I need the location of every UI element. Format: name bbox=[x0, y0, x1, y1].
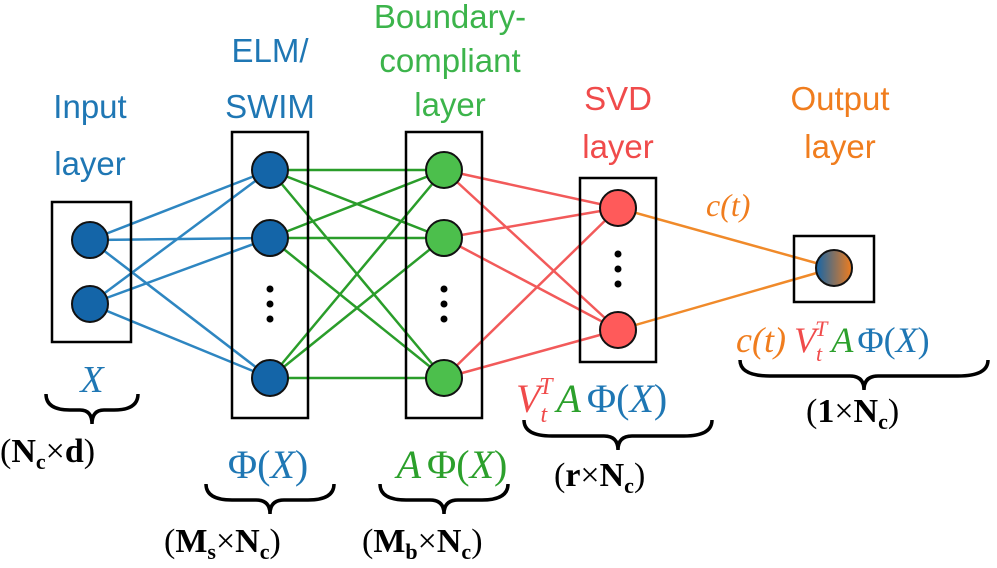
elm-brace bbox=[204, 483, 336, 515]
boundary-brace bbox=[378, 483, 510, 515]
edges-boundary-to-svd bbox=[443, 168, 619, 380]
edge-boundary-svd-1-0 bbox=[443, 206, 619, 240]
boundary-layer-title-1: Boundary- bbox=[374, 0, 526, 35]
svd-brace bbox=[522, 419, 714, 451]
output-layer-title-1: Output bbox=[790, 80, 889, 117]
input-layer-box bbox=[50, 200, 133, 344]
output-brace bbox=[738, 359, 990, 391]
elm-node-0 bbox=[251, 151, 289, 189]
edges-svd-to-output bbox=[617, 206, 835, 332]
edge-input-elm-1-2 bbox=[89, 302, 271, 380]
svd-layer-title-1: SVD bbox=[584, 80, 652, 117]
edges-input-to-elm bbox=[89, 168, 271, 380]
edge-elm-boundary-2-0 bbox=[269, 169, 445, 379]
edge-input-elm-1-0 bbox=[89, 168, 271, 306]
boundary-node-2 bbox=[425, 359, 463, 397]
ct-edge-label: c(t) bbox=[706, 187, 750, 223]
edge-elm-boundary-2-1 bbox=[269, 237, 445, 379]
input-var: X bbox=[78, 359, 105, 401]
svd-dim: (r×Nc) bbox=[554, 457, 645, 498]
svd-ellipsis bbox=[614, 250, 622, 288]
svd-layer-title-2: layer bbox=[582, 128, 654, 165]
elm-node-1 bbox=[251, 219, 289, 257]
boundary-node-0 bbox=[425, 151, 463, 189]
elm-layer-title-1: ELM/ bbox=[231, 32, 309, 69]
edge-input-elm-1-1 bbox=[89, 236, 271, 306]
elm-dim: (Ms×Nc) bbox=[164, 523, 281, 564]
elm-layer-box bbox=[230, 130, 310, 420]
elm-node-2 bbox=[251, 359, 289, 397]
edge-boundary-svd-2-1 bbox=[443, 328, 619, 380]
edge-svd-output-1-0 bbox=[617, 266, 835, 332]
nodes bbox=[71, 151, 853, 397]
edge-input-elm-0-1 bbox=[89, 236, 271, 242]
edges-elm-to-boundary bbox=[269, 168, 445, 380]
edge-boundary-svd-2-0 bbox=[443, 207, 619, 379]
elm-layer-title-2: SWIM bbox=[225, 88, 315, 125]
output-dim: (1×Nc) bbox=[806, 393, 899, 434]
boundary-layer-title-3: layer bbox=[414, 86, 486, 123]
input-layer-title-2: layer bbox=[54, 145, 126, 182]
edge-input-elm-0-2 bbox=[89, 239, 271, 379]
svd-node-1 bbox=[599, 311, 637, 349]
input-brace bbox=[44, 393, 140, 425]
input-dim: (Nc×d) bbox=[0, 433, 95, 474]
edge-boundary-svd-0-1 bbox=[443, 169, 619, 331]
edge-boundary-svd-0-0 bbox=[443, 168, 619, 210]
svd-layer-box bbox=[578, 176, 658, 364]
edge-svd-output-0-0 bbox=[617, 206, 835, 270]
elm-phi-x: Φ(X) bbox=[228, 442, 308, 487]
edge-input-elm-0-0 bbox=[89, 168, 271, 242]
input-node-1 bbox=[71, 285, 109, 323]
input-layer-title-1: Input bbox=[53, 88, 126, 125]
boundary-dim: (Mb×Nc) bbox=[362, 523, 483, 564]
output-layer-box bbox=[792, 234, 876, 304]
boundary-node-1 bbox=[425, 219, 463, 257]
elm-ellipsis bbox=[266, 285, 274, 323]
output-node-0 bbox=[815, 249, 853, 287]
svd-node-0 bbox=[599, 189, 637, 227]
boundary-ellipsis bbox=[440, 285, 448, 323]
edge-boundary-svd-1-1 bbox=[443, 236, 619, 332]
input-node-0 bbox=[71, 221, 109, 259]
output-layer-title-2: layer bbox=[804, 128, 876, 165]
boundary-layer-title-2: compliant bbox=[379, 42, 520, 79]
boundary-layer-box bbox=[404, 130, 484, 420]
edge-elm-boundary-1-0 bbox=[269, 168, 445, 240]
